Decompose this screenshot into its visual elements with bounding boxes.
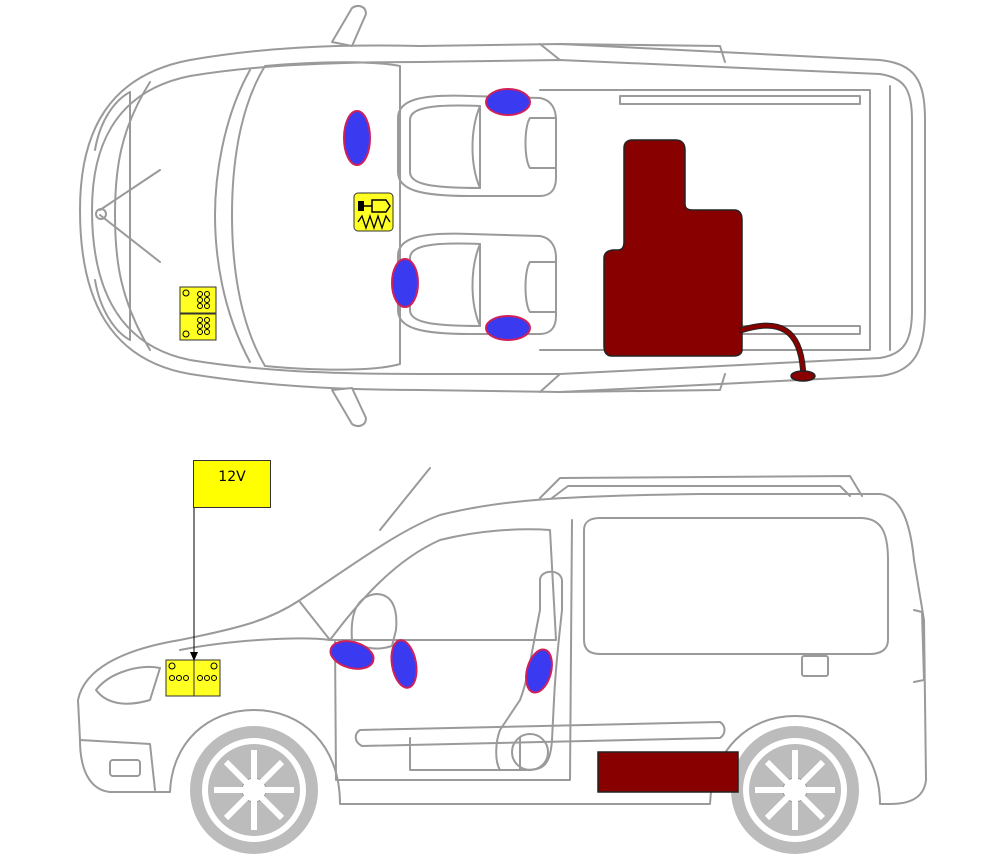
airbag-icon: [525, 648, 553, 694]
top-view: [79, 5, 926, 427]
airbag-icon: [329, 640, 375, 670]
top-view-seat-passenger: [397, 232, 557, 335]
side-view-mirror: [350, 593, 398, 650]
top-view-mirror-top: [331, 5, 367, 47]
top-view-body-outline: [79, 43, 926, 393]
high-voltage-battery-icon: [603, 139, 743, 357]
front-wheel: [190, 726, 318, 854]
battery-voltage-label: 12V: [193, 460, 271, 508]
side-view-front-window: [329, 528, 557, 641]
side-view-antenna: [379, 467, 431, 531]
side-view-rear-window: [583, 517, 889, 655]
high-voltage-battery-icon: [597, 751, 739, 793]
airbag-icon: [391, 258, 419, 308]
airbag-icon: [485, 88, 531, 116]
rear-wheel: [731, 726, 859, 854]
airbag-icon: [390, 639, 418, 689]
airbag-icon: [485, 315, 531, 341]
airbag-icon: [343, 110, 371, 166]
battery-12v-icon: [179, 286, 217, 341]
side-view-body-outline: [77, 493, 927, 805]
side-view: [77, 467, 927, 854]
top-view-seat-driver: [397, 94, 557, 197]
gas-generator-icon: [353, 192, 394, 232]
battery-12v-icon: [165, 659, 221, 697]
top-view-windshield: [231, 61, 401, 371]
charging-socket: [790, 370, 816, 382]
top-view-mirror-bottom: [331, 387, 367, 427]
